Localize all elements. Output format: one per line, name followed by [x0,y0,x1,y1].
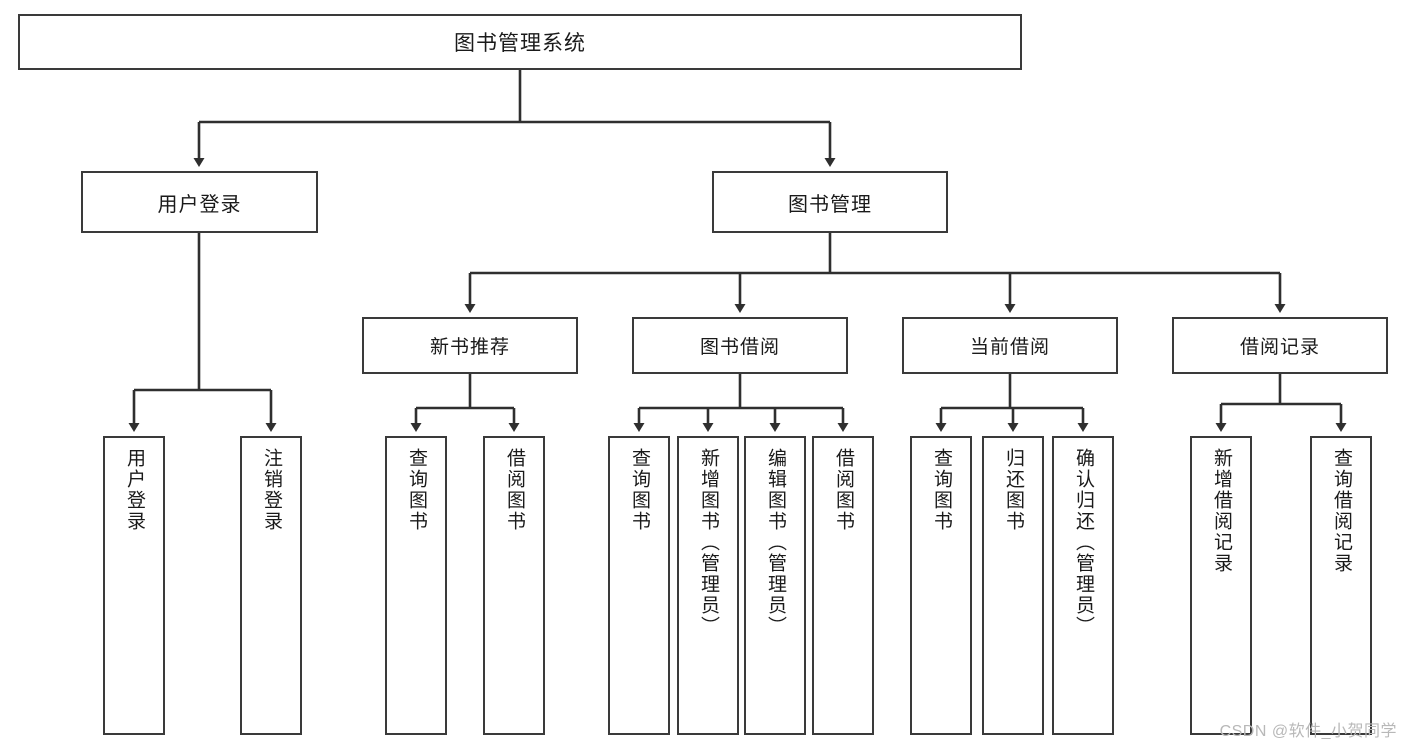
leaf-query-book-1[interactable]: 查询图书 [385,436,447,735]
node-user-login[interactable]: 用户登录 [81,171,318,233]
leaf-edit-book-label: 编辑图书（管理员） [764,448,786,637]
leaf-edit-book[interactable]: 编辑图书（管理员） [744,436,806,735]
node-borrow-record-label: 借阅记录 [1239,337,1320,358]
csdn-watermark: CSDN @软件_小贺同学 [1219,723,1397,740]
leaf-borrow-book-2-label: 借阅图书 [832,448,854,532]
leaf-add-book-label: 新增图书（管理员） [697,448,719,637]
leaf-user-logout[interactable]: 注销登录 [240,436,302,735]
leaf-query-book-3-label: 查询图书 [930,448,952,532]
leaf-add-record-label: 新增借阅记录 [1210,448,1232,574]
leaf-add-book[interactable]: 新增图书（管理员） [677,436,739,735]
node-current-borrow[interactable]: 当前借阅 [902,317,1118,374]
node-book-borrow[interactable]: 图书借阅 [632,317,848,374]
leaf-confirm-return[interactable]: 确认归还（管理员） [1052,436,1114,735]
leaf-query-record-label: 查询借阅记录 [1330,448,1352,574]
leaf-query-book-3[interactable]: 查询图书 [910,436,972,735]
leaf-query-book-1-label: 查询图书 [405,448,427,532]
leaf-add-record[interactable]: 新增借阅记录 [1190,436,1252,735]
leaf-user-login[interactable]: 用户登录 [103,436,165,735]
leaf-user-login-label: 用户登录 [123,448,145,532]
leaf-borrow-book-1-label: 借阅图书 [503,448,525,532]
node-user-login-label: 用户登录 [157,193,242,216]
leaf-return-book-label: 归还图书 [1002,448,1024,532]
leaf-query-book-2-label: 查询图书 [628,448,650,532]
leaf-query-book-2[interactable]: 查询图书 [608,436,670,735]
node-new-book-recommend-label: 新书推荐 [429,337,510,358]
node-current-borrow-label: 当前借阅 [969,337,1050,358]
node-root-label: 图书管理系统 [454,32,586,55]
leaf-return-book[interactable]: 归还图书 [982,436,1044,735]
leaf-query-record[interactable]: 查询借阅记录 [1310,436,1372,735]
leaf-borrow-book-1[interactable]: 借阅图书 [483,436,545,735]
node-root[interactable]: 图书管理系统 [18,14,1022,70]
node-new-book-recommend[interactable]: 新书推荐 [362,317,578,374]
leaf-user-logout-label: 注销登录 [260,448,282,532]
node-book-manage-label: 图书管理 [788,193,872,216]
node-book-manage[interactable]: 图书管理 [712,171,948,233]
leaf-borrow-book-2[interactable]: 借阅图书 [812,436,874,735]
node-book-borrow-label: 图书借阅 [699,337,780,358]
leaf-confirm-return-label: 确认归还（管理员） [1072,448,1094,637]
node-borrow-record[interactable]: 借阅记录 [1172,317,1388,374]
